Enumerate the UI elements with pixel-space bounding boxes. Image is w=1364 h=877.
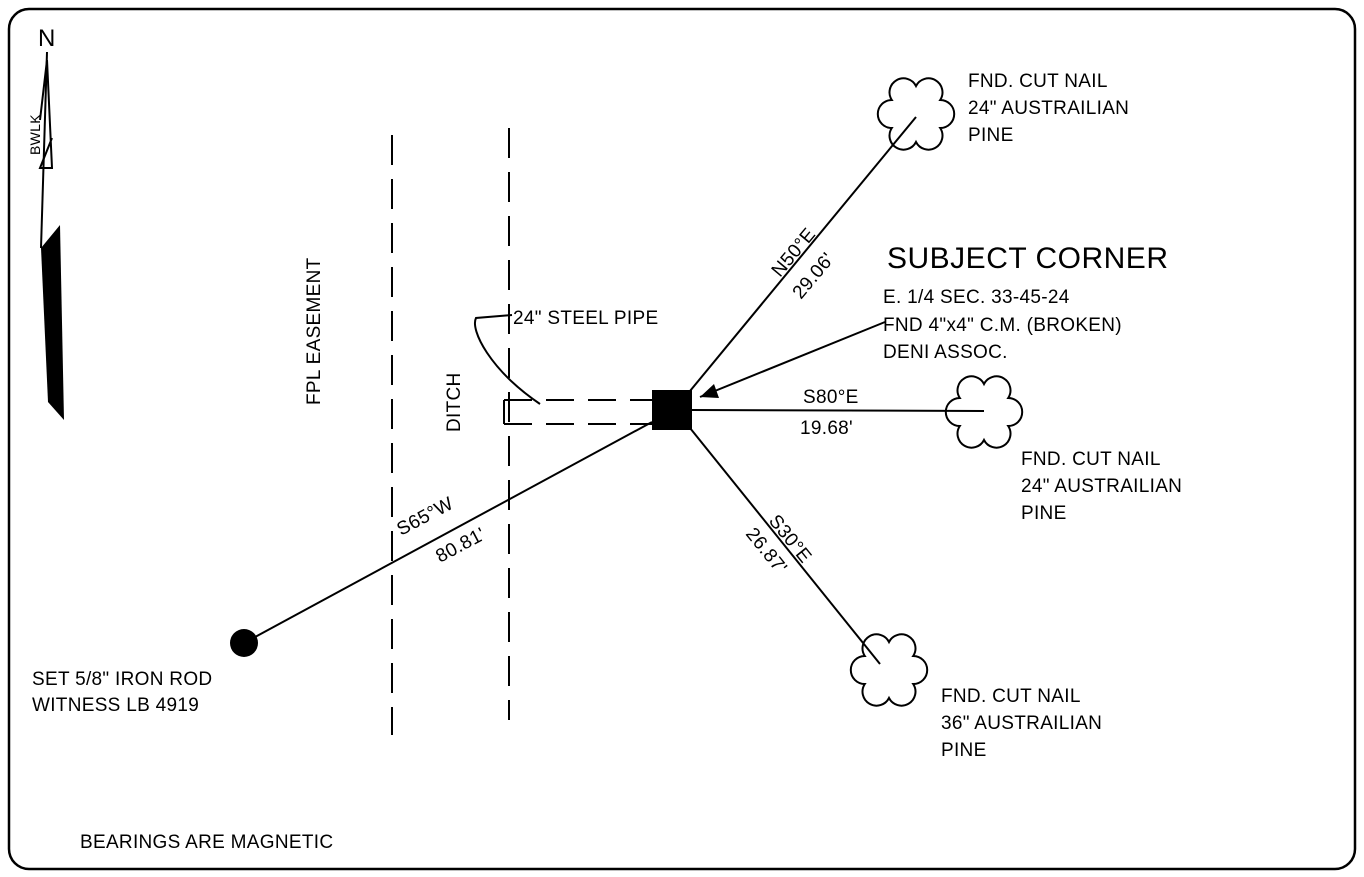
north-arrow-head [41,225,64,420]
tree-e-line3: PINE [1021,503,1067,524]
tree-ne-line2: 24" AUSTRAILIAN [968,98,1129,119]
line-se [689,427,881,665]
steel-pipe-label: 24" STEEL PIPE [513,308,658,329]
north-arrow: N BWLK [27,25,64,420]
tree-e-line2: 24" AUSTRAILIAN [1021,476,1182,497]
ditch-label: DITCH [444,372,465,432]
tree-ne-line3: PINE [968,125,1014,146]
drawing-border [7,7,1357,871]
subject-leader-arrow [700,384,719,398]
line-sw [243,421,653,644]
distance-sw: 80.81' [432,524,489,567]
subject-line3: DENI ASSOC. [883,342,1008,363]
north-letter: N [38,25,55,52]
subject-line1: E. 1/4 SEC. 33-45-24 [883,287,1070,308]
tree-icon-e [944,375,1024,449]
subject-line2: FND 4"x4" C.M. (BROKEN) [883,315,1122,336]
tree-se-line3: PINE [941,740,987,761]
iron-rod-line2: WITNESS LB 4919 [32,695,199,716]
steel-pipe [474,314,652,425]
tree-e-line1: FND. CUT NAIL [1021,449,1161,470]
north-arrow-label: BWLK [27,114,43,155]
iron-rod-marker [230,629,258,657]
line-e [691,409,985,412]
subject-corner-title: SUBJECT CORNER [887,242,1168,275]
tree-ne-line1: FND. CUT NAIL [968,71,1108,92]
line-ne [689,116,917,392]
bearing-e: S80°E [803,387,859,408]
iron-rod-line1: SET 5/8" IRON ROD [32,669,212,690]
tree-se-line2: 36" AUSTRAILIAN [941,713,1102,734]
easement-label: FPL EASEMENT [304,257,325,405]
subject-corner-monument [652,390,692,430]
tree-icon-ne [876,77,956,151]
tree-icon-se [849,633,929,707]
subject-leader [699,321,886,398]
distance-e: 19.68' [800,418,853,439]
tree-se-line1: FND. CUT NAIL [941,686,1081,707]
bearings-note: BEARINGS ARE MAGNETIC [80,832,333,853]
